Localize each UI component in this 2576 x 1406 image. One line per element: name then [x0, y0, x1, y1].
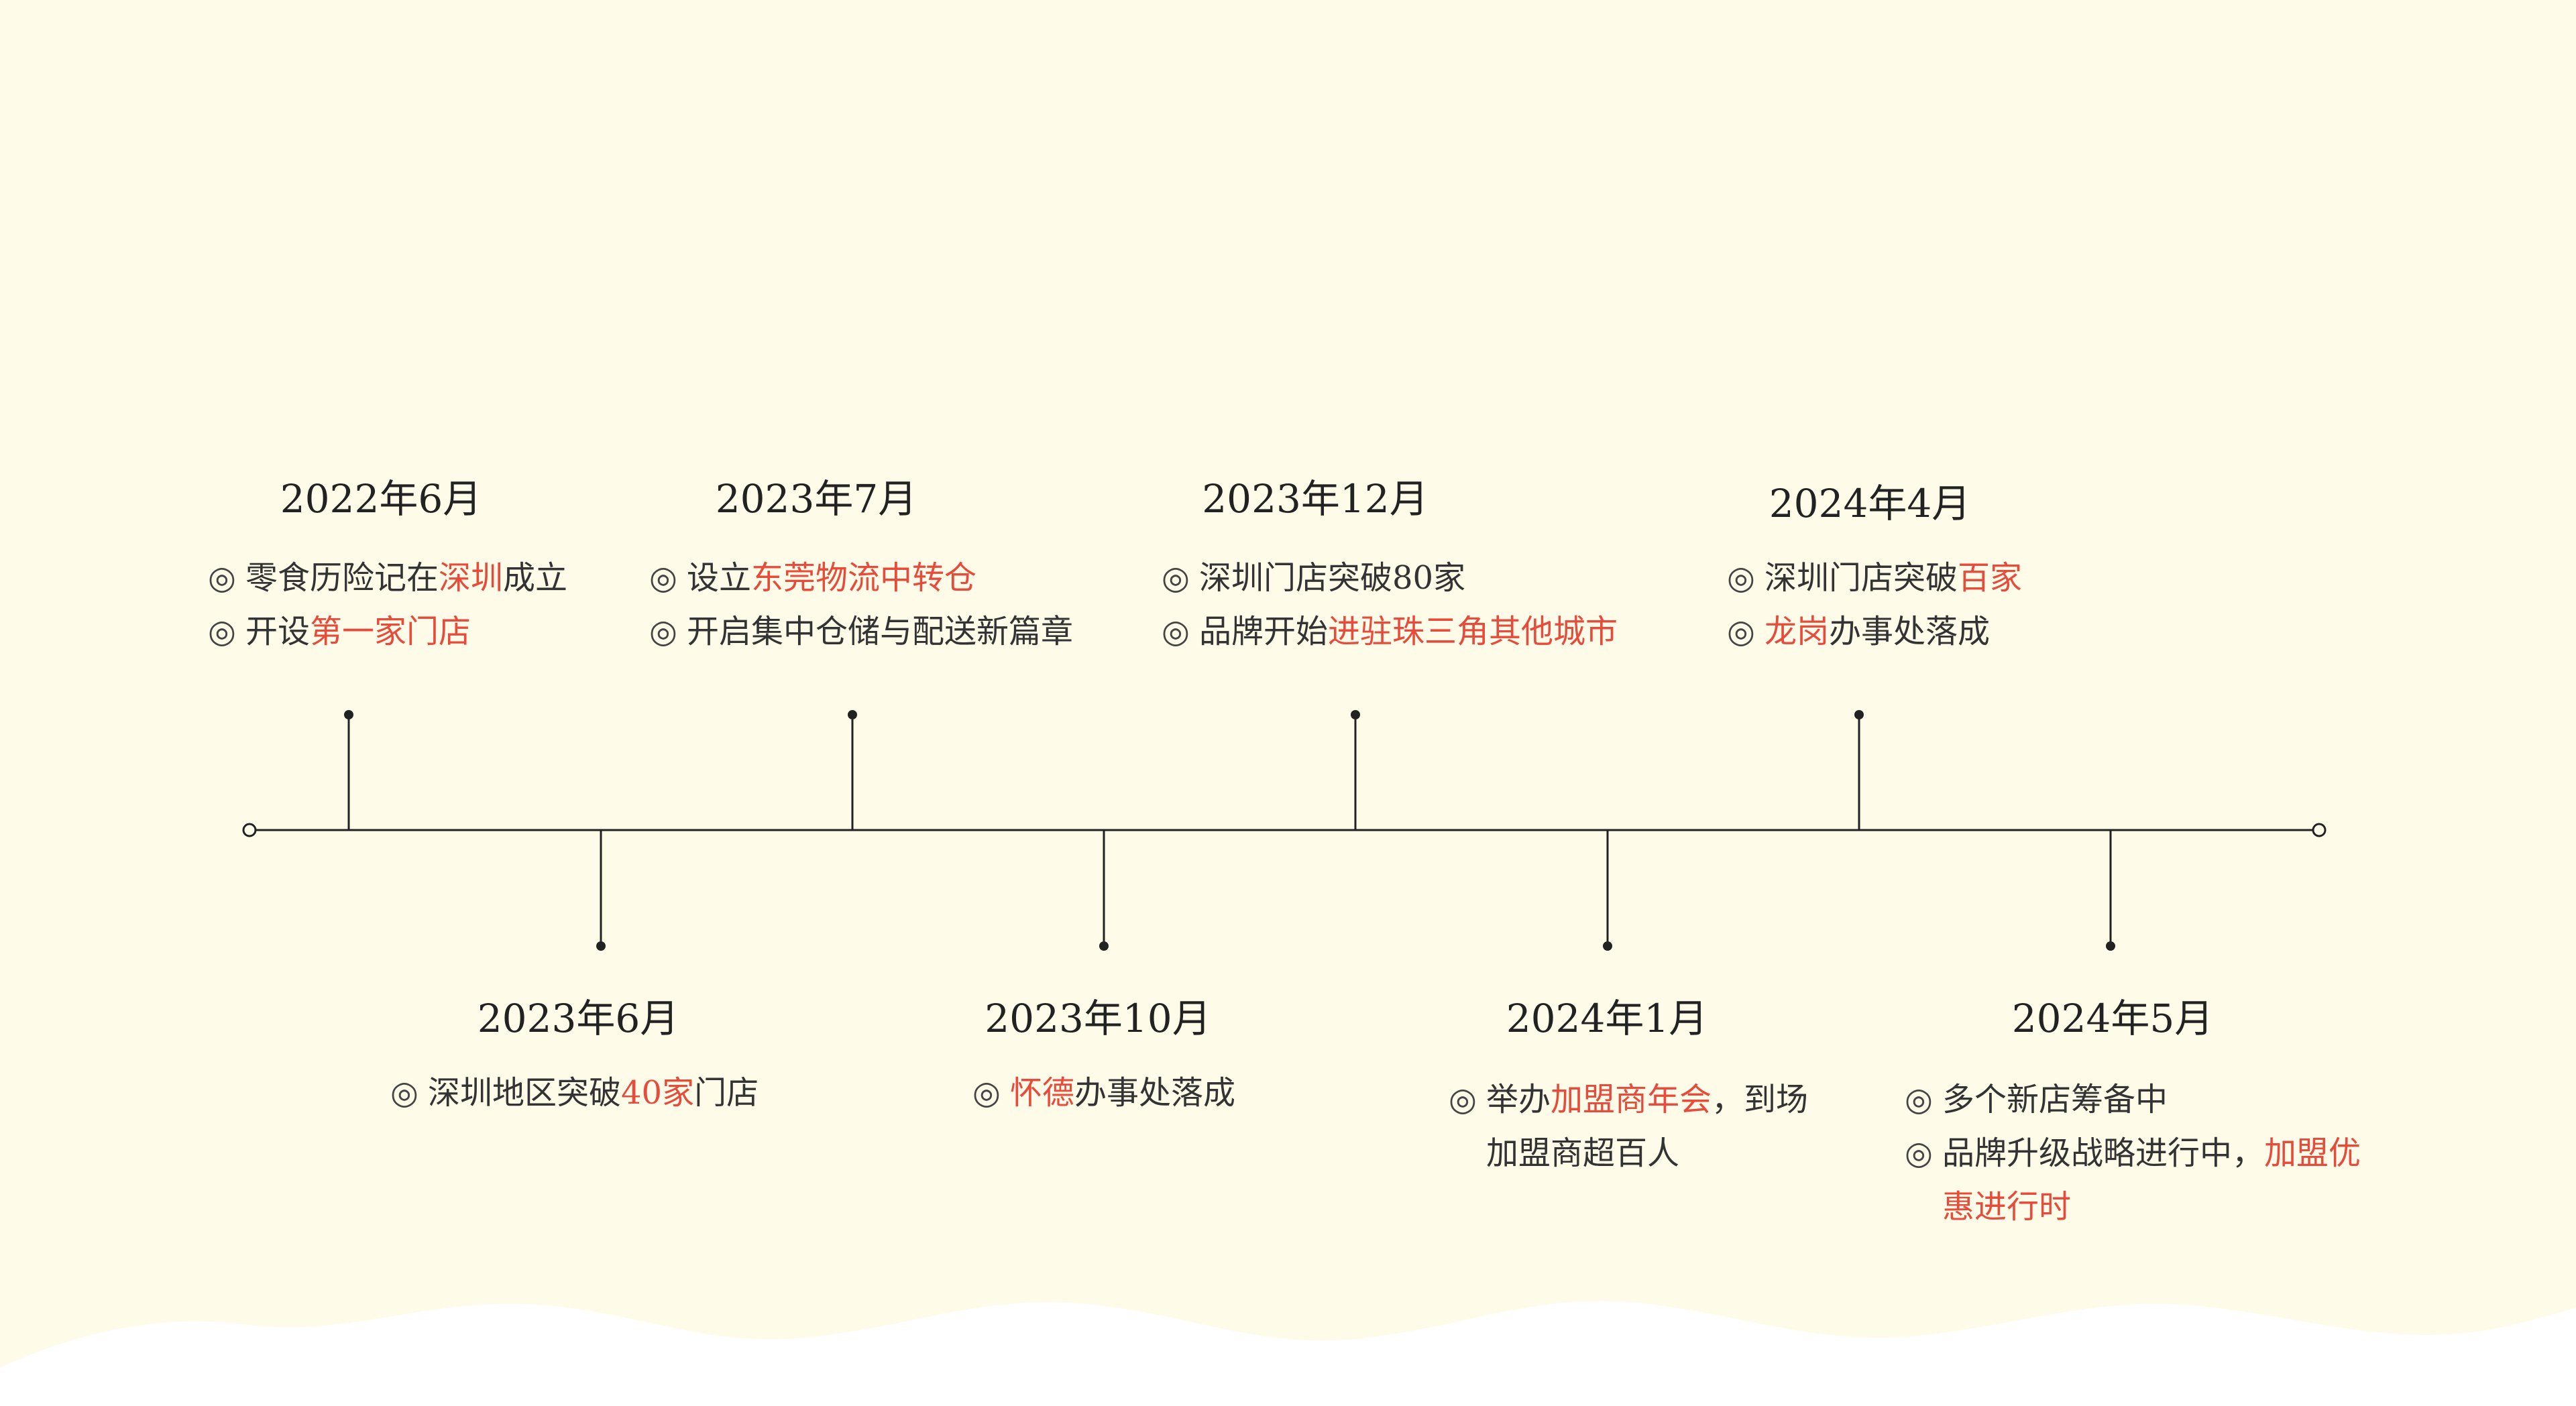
event-item-text: 龙岗办事处落成 [1765, 605, 1990, 658]
event-item: ◎ 零食历险记在深圳成立 [208, 551, 567, 605]
event-item-text: 多个新店筹备中 [1942, 1073, 2168, 1126]
text-segment: 多个新店筹备中 [1942, 1081, 2168, 1118]
event-dot-2 [596, 941, 606, 951]
highlight-text: 加盟商年会 [1551, 1081, 1712, 1118]
event-dot-5 [1351, 710, 1360, 719]
event-item: ◎ 设立东莞物流中转仓 [649, 551, 1073, 605]
event-item: ◎ 开启集中仓储与配送新篇章 [649, 605, 1073, 658]
text-segment: ，到场加盟商超百人 [1486, 1081, 1809, 1172]
event-item-text: 零食历险记在深圳成立 [245, 551, 567, 605]
event-dot-8 [2106, 941, 2115, 951]
event-items: ◎ 多个新店筹备中 ◎ 品牌升级战略进行中，加盟优惠进行时 [1905, 1073, 2385, 1234]
event-items: ◎ 深圳地区突破40家门店 [390, 1066, 759, 1120]
text-segment: 深圳地区突破 [428, 1074, 622, 1112]
event-item: ◎ 深圳地区突破40家门店 [390, 1066, 759, 1120]
bullet-icon: ◎ [1905, 1134, 1933, 1172]
event-item: ◎ 举办加盟商年会，到场加盟商超百人 [1449, 1073, 1828, 1180]
bullet-icon: ◎ [1905, 1081, 1933, 1118]
event-date: 2024年1月 [1506, 996, 1708, 1041]
event-item-text: 品牌开始进驻珠三角其他城市 [1199, 605, 1618, 658]
axis-end-cap [2312, 823, 2327, 837]
bullet-icon: ◎ [208, 613, 236, 650]
event-date: 2022年6月 [280, 476, 482, 522]
event-item-text: 开设第一家门店 [245, 605, 471, 658]
highlight-text: 怀德 [1010, 1074, 1075, 1112]
bullet-icon: ◎ [972, 1074, 1001, 1112]
event-date: 2023年7月 [715, 476, 917, 522]
event-items: ◎ 零食历险记在深圳成立 ◎ 开设第一家门店 [208, 551, 567, 658]
highlight-text: 加盟优惠进行时 [1942, 1134, 2361, 1226]
event-item-text: 深圳门店突破百家 [1765, 551, 2022, 605]
text-segment: 深圳门店突破 [1765, 559, 1958, 597]
text-segment: 开启集中仓储与配送新篇章 [687, 613, 1074, 650]
bullet-icon: ◎ [1162, 613, 1190, 650]
bullet-icon: ◎ [208, 559, 236, 597]
highlight-text: 深圳 [439, 559, 504, 597]
axis-start-cap [242, 823, 257, 837]
bullet-icon: ◎ [390, 1074, 418, 1112]
event-item-text: 举办加盟商年会，到场加盟商超百人 [1486, 1073, 1828, 1180]
text-segment: 门店 [694, 1074, 759, 1112]
event-date: 2024年5月 [2011, 996, 2214, 1041]
text-segment: 成立 [503, 559, 568, 597]
event-item: ◎ 怀德办事处落成 [972, 1066, 1235, 1120]
event-item: ◎ 品牌开始进驻珠三角其他城市 [1162, 605, 1618, 658]
event-date: 2024年4月 [1769, 481, 1971, 526]
bullet-icon: ◎ [1727, 613, 1755, 650]
text-segment: 深圳门店突破80家 [1199, 559, 1466, 597]
event-dot-6 [1603, 941, 1612, 951]
event-dot-1 [344, 710, 353, 719]
event-item: ◎ 龙岗办事处落成 [1727, 605, 2022, 658]
highlight-text: 东莞物流中转仓 [751, 559, 977, 597]
bullet-icon: ◎ [649, 613, 677, 650]
text-segment: 设立 [687, 559, 752, 597]
highlight-text: 第一家门店 [310, 613, 471, 650]
bullet-icon: ◎ [1727, 559, 1755, 597]
event-item: ◎ 多个新店筹备中 [1905, 1073, 2385, 1126]
bullet-icon: ◎ [1162, 559, 1190, 597]
event-item-text: 开启集中仓储与配送新篇章 [687, 605, 1073, 658]
event-items: ◎ 怀德办事处落成 [972, 1066, 1235, 1120]
event-items: ◎ 设立东莞物流中转仓 ◎ 开启集中仓储与配送新篇章 [649, 551, 1073, 658]
highlight-text: 进驻珠三角其他城市 [1328, 613, 1618, 650]
event-item: ◎ 品牌升级战略进行中，加盟优惠进行时 [1905, 1126, 2385, 1234]
highlight-text: 40家 [621, 1074, 695, 1112]
highlight-text: 百家 [1958, 559, 2023, 597]
event-item: ◎ 深圳门店突破百家 [1727, 551, 2022, 605]
bullet-icon: ◎ [1449, 1081, 1477, 1118]
event-date: 2023年6月 [477, 996, 679, 1041]
event-item-text: 深圳地区突破40家门店 [428, 1066, 759, 1120]
text-segment: 品牌开始 [1199, 613, 1329, 650]
bullet-icon: ◎ [649, 559, 677, 597]
event-item-text: 深圳门店突破80家 [1199, 551, 1465, 605]
event-dot-3 [848, 710, 857, 719]
event-item-text: 怀德办事处落成 [1010, 1066, 1235, 1120]
event-item: ◎ 开设第一家门店 [208, 605, 567, 658]
event-date: 2023年12月 [1202, 476, 1429, 522]
event-item-text: 品牌升级战略进行中，加盟优惠进行时 [1942, 1126, 2385, 1234]
text-segment: 办事处落成 [1074, 1074, 1236, 1112]
event-dot-4 [1099, 941, 1109, 951]
highlight-text: 龙岗 [1765, 613, 1830, 650]
event-items: ◎ 举办加盟商年会，到场加盟商超百人 [1449, 1073, 1828, 1180]
event-date: 2023年10月 [985, 996, 1211, 1041]
text-segment: 举办 [1486, 1081, 1551, 1118]
text-segment: 零食历险记在 [245, 559, 439, 597]
event-items: ◎ 深圳门店突破百家 ◎ 龙岗办事处落成 [1727, 551, 2022, 658]
event-dot-7 [1854, 710, 1864, 719]
event-item: ◎ 深圳门店突破80家 [1162, 551, 1618, 605]
text-segment: 开设 [245, 613, 311, 650]
text-segment: 办事处落成 [1829, 613, 1991, 650]
event-item-text: 设立东莞物流中转仓 [687, 551, 976, 605]
event-items: ◎ 深圳门店突破80家 ◎ 品牌开始进驻珠三角其他城市 [1162, 551, 1618, 658]
text-segment: 品牌升级战略进行中， [1942, 1134, 2265, 1172]
